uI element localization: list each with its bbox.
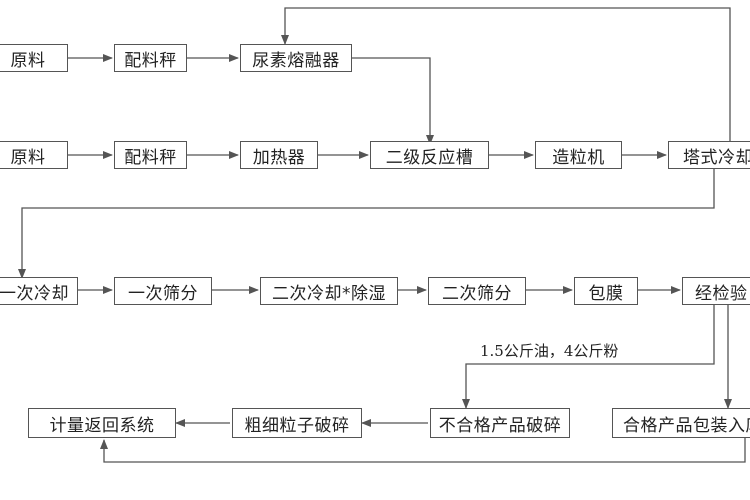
box-reactor: 二级反应槽 bbox=[370, 141, 489, 169]
box-granulator-label: 造粒机 bbox=[552, 147, 605, 168]
box-inspection-label: 经检验 bbox=[695, 283, 748, 304]
arrow-tower-to-cooling1 bbox=[18, 168, 715, 279]
box-row2-scale: 配料秤 bbox=[114, 141, 187, 169]
box-inspection: 经检验 bbox=[682, 277, 750, 305]
box-row2-raw: 原料 bbox=[0, 141, 68, 169]
box-coarse-crush-label: 粗细粒子破碎 bbox=[244, 415, 350, 436]
arrow-bottom-return-to-system bbox=[100, 438, 746, 463]
box-tower-cooler: 塔式冷却 bbox=[668, 141, 750, 169]
box-urea-melter-label: 尿素熔融器 bbox=[252, 50, 340, 71]
box-return-system: 计量返回系统 bbox=[28, 408, 176, 438]
arrow-tower-feedback-to-melter bbox=[281, 7, 731, 144]
box-pack-store: 合格产品包装入库 bbox=[612, 408, 750, 438]
box-screen2-label: 二次筛分 bbox=[442, 283, 512, 304]
box-tower-cooler-label: 塔式冷却 bbox=[683, 147, 750, 168]
box-reject-crush-label: 不合格产品破碎 bbox=[438, 415, 562, 436]
box-cooling1: 一次冷却 bbox=[0, 277, 78, 305]
arrow-melter-to-reactor bbox=[352, 57, 434, 145]
box-row1-raw-label: 原料 bbox=[10, 50, 46, 71]
box-reject-crush: 不合格产品破碎 bbox=[430, 408, 570, 438]
box-reactor-label: 二级反应槽 bbox=[385, 147, 474, 168]
box-screen2: 二次筛分 bbox=[428, 277, 526, 305]
box-cool2-dehumid: 二次冷却*除湿 bbox=[260, 277, 398, 305]
box-coarse-crush: 粗细粒子破碎 bbox=[232, 408, 362, 438]
box-return-system-label: 计量返回系统 bbox=[49, 415, 155, 436]
box-coating-label: 包膜 bbox=[588, 283, 624, 304]
box-screen1-label: 一次筛分 bbox=[128, 283, 198, 304]
box-cooling1-label: 一次冷却 bbox=[0, 283, 69, 304]
box-screen1: 一次筛分 bbox=[114, 277, 212, 305]
oil-powder-note: 1.5公斤油，4公斤粉 bbox=[480, 340, 618, 361]
oil-powder-note-text: 1.5公斤油，4公斤粉 bbox=[480, 342, 619, 360]
box-granulator: 造粒机 bbox=[535, 141, 622, 169]
box-coating: 包膜 bbox=[574, 277, 638, 305]
box-cool2-dehumid-label: 二次冷却*除湿 bbox=[272, 283, 386, 304]
box-row2-scale-label: 配料秤 bbox=[124, 147, 177, 168]
arrow-inspection-to-reject bbox=[462, 304, 715, 409]
box-row1-scale: 配料秤 bbox=[114, 44, 187, 72]
box-urea-melter: 尿素熔融器 bbox=[240, 44, 352, 72]
box-row2-raw-label: 原料 bbox=[10, 147, 46, 168]
box-row1-scale-label: 配料秤 bbox=[124, 50, 177, 71]
box-heater-label: 加热器 bbox=[252, 147, 306, 168]
box-heater: 加热器 bbox=[240, 141, 318, 169]
box-row1-raw: 原料 bbox=[0, 44, 68, 72]
box-pack-store-label: 合格产品包装入库 bbox=[623, 415, 750, 436]
